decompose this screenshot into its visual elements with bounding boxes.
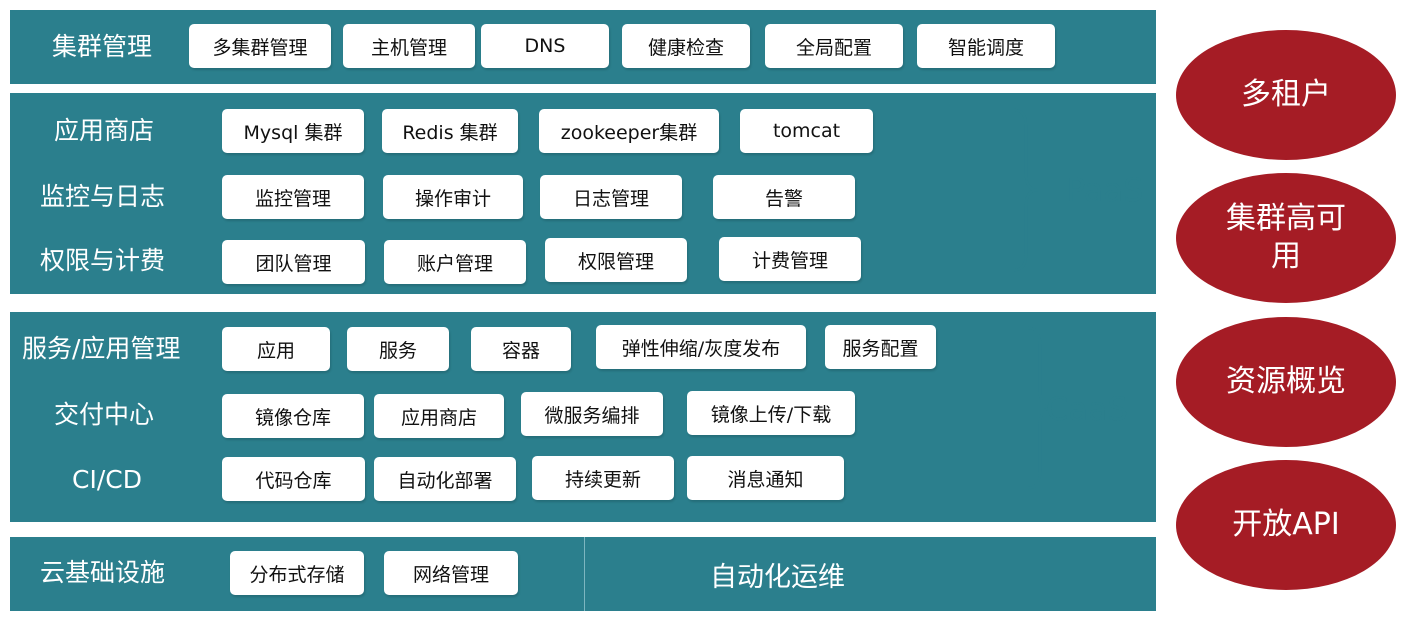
- tomcat-chip: tomcat: [740, 109, 873, 153]
- mysql-cluster-chip: Mysql 集群: [222, 109, 364, 153]
- image-upload-download-chip: 镜像上传/下载: [687, 391, 855, 435]
- team-management-chip: 团队管理: [222, 240, 365, 284]
- health-check-chip: 健康检查: [622, 24, 750, 68]
- dns-chip: DNS: [481, 24, 609, 68]
- image-registry-chip: 镜像仓库: [222, 394, 364, 438]
- global-config-chip: 全局配置: [765, 24, 903, 68]
- container-chip: 容器: [471, 327, 571, 371]
- caas-row-service-app-label: 服务/应用管理: [22, 334, 181, 363]
- host-management-chip: 主机管理: [343, 24, 475, 68]
- redis-cluster-chip: Redis 集群: [382, 109, 518, 153]
- delivery-app-store-chip: 应用商店: [374, 394, 504, 438]
- automated-ops-label: 自动化运维: [710, 562, 845, 593]
- cluster-ha-ellipse: 集群高可用: [1176, 173, 1396, 303]
- network-management-chip: 网络管理: [384, 551, 518, 595]
- continuous-update-chip: 持续更新: [532, 456, 674, 500]
- caas-label: CaaS: [1046, 390, 1128, 428]
- log-management-chip: 日志管理: [540, 175, 682, 219]
- infrastructure-divider: [584, 537, 585, 611]
- service-chip: 服务: [347, 327, 449, 371]
- billing-management-chip: 计费管理: [719, 237, 861, 281]
- multi-cluster-chip: 多集群管理: [189, 24, 331, 68]
- infrastructure-band: [10, 537, 1156, 611]
- autoscaling-canary-chip: 弹性伸缩/灰度发布: [596, 325, 806, 369]
- caas-brace: [1027, 326, 1053, 490]
- paas-row-app-store-label: 应用商店: [54, 116, 155, 145]
- paas-row-monitoring-label: 监控与日志: [40, 182, 166, 211]
- multi-tenant-ellipse: 多租户: [1176, 30, 1396, 160]
- resource-overview-ellipse: 资源概览: [1176, 317, 1396, 447]
- permission-management-chip: 权限管理: [545, 238, 687, 282]
- monitoring-management-chip: 监控管理: [222, 175, 364, 219]
- paas-brace: [1013, 108, 1039, 272]
- zookeeper-cluster-chip: zookeeper集群: [539, 109, 719, 153]
- open-api-ellipse: 开放API: [1176, 460, 1396, 590]
- app-chip: 应用: [222, 327, 330, 371]
- paas-row-permission-billing-label: 权限与计费: [40, 246, 166, 275]
- smart-scheduling-chip: 智能调度: [917, 24, 1055, 68]
- microservice-orchestration-chip: 微服务编排: [521, 392, 663, 436]
- code-repository-chip: 代码仓库: [222, 457, 365, 501]
- infrastructure-label: 云基础设施: [40, 558, 166, 587]
- cluster-management-label: 集群管理: [52, 32, 153, 61]
- distributed-storage-chip: 分布式存储: [230, 551, 364, 595]
- paas-label: PaaS: [1066, 171, 1144, 209]
- service-config-chip: 服务配置: [825, 325, 936, 369]
- operation-audit-chip: 操作审计: [383, 175, 523, 219]
- auto-deploy-chip: 自动化部署: [374, 457, 516, 501]
- caas-row-cicd-label: CI/CD: [72, 465, 142, 494]
- caas-row-delivery-label: 交付中心: [54, 400, 155, 429]
- alert-chip: 告警: [713, 175, 855, 219]
- account-management-chip: 账户管理: [384, 240, 526, 284]
- message-notification-chip: 消息通知: [687, 456, 844, 500]
